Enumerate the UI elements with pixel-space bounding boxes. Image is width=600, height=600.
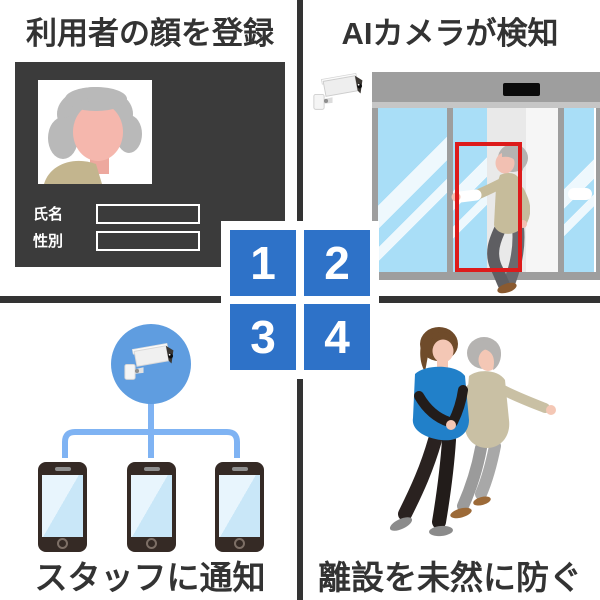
connector-lines	[62, 400, 240, 458]
door-header-strip	[372, 102, 600, 108]
step-4-badge: 4	[304, 304, 370, 370]
notify-camera-circle	[111, 324, 191, 404]
door-bottom-rail	[372, 272, 600, 280]
door-header-bar	[372, 72, 600, 102]
phone-home-button	[234, 538, 245, 549]
id-photo	[38, 80, 152, 184]
automatic-door-illustration	[372, 72, 600, 295]
detection-box	[455, 142, 522, 272]
cctv-camera-icon	[313, 73, 363, 110]
phone-speaker	[143, 467, 160, 471]
smartphone-icon	[127, 462, 176, 552]
name-field-label: 氏名	[33, 206, 64, 223]
phone-screen	[131, 475, 172, 537]
register-title: 利用者の顔を登録	[26, 16, 274, 51]
step-1-badge: 1	[230, 230, 296, 296]
smartphone-icon	[215, 462, 264, 552]
gender-field-box	[96, 231, 200, 251]
left-glass-panel	[378, 108, 447, 272]
elderly-avatar-illustration	[44, 87, 142, 184]
panel-register-face: 利用者の顔を登録 氏名 性別	[0, 0, 300, 300]
gender-field-label: 性別	[33, 233, 64, 250]
phone-speaker	[54, 467, 71, 471]
phone-home-button	[57, 538, 68, 549]
phone-speaker	[231, 467, 248, 471]
panel-notify-staff: スタッフに通知	[0, 300, 300, 600]
door-frame	[558, 108, 564, 280]
phone-screen	[42, 475, 83, 537]
door-frame	[447, 108, 453, 280]
door-handle	[568, 188, 592, 200]
phone-home-button	[146, 538, 157, 549]
door-sensor	[503, 83, 540, 96]
step-number-pad: 1 2 3 4	[221, 221, 379, 379]
step-3-badge: 3	[230, 304, 296, 370]
notify-caption: スタッフに通知	[34, 559, 266, 596]
name-field-box	[96, 204, 200, 224]
smartphone-icon	[38, 462, 87, 552]
door-frame	[596, 108, 600, 280]
door-frame	[372, 108, 378, 280]
prevent-caption: 離設を未然に防ぐ	[318, 559, 582, 596]
phone-screen	[219, 475, 260, 537]
panel-prevent-leaving: 離設を未然に防ぐ	[300, 300, 600, 600]
cctv-camera-icon	[124, 343, 174, 380]
caregiver-and-elderly-illustration	[389, 327, 556, 537]
panel-ai-camera-detect: AIカメラが検知	[300, 0, 600, 300]
step-2-badge: 2	[304, 230, 370, 296]
detect-title: AIカメラが検知	[341, 16, 559, 51]
id-card: 氏名 性別	[15, 62, 285, 267]
